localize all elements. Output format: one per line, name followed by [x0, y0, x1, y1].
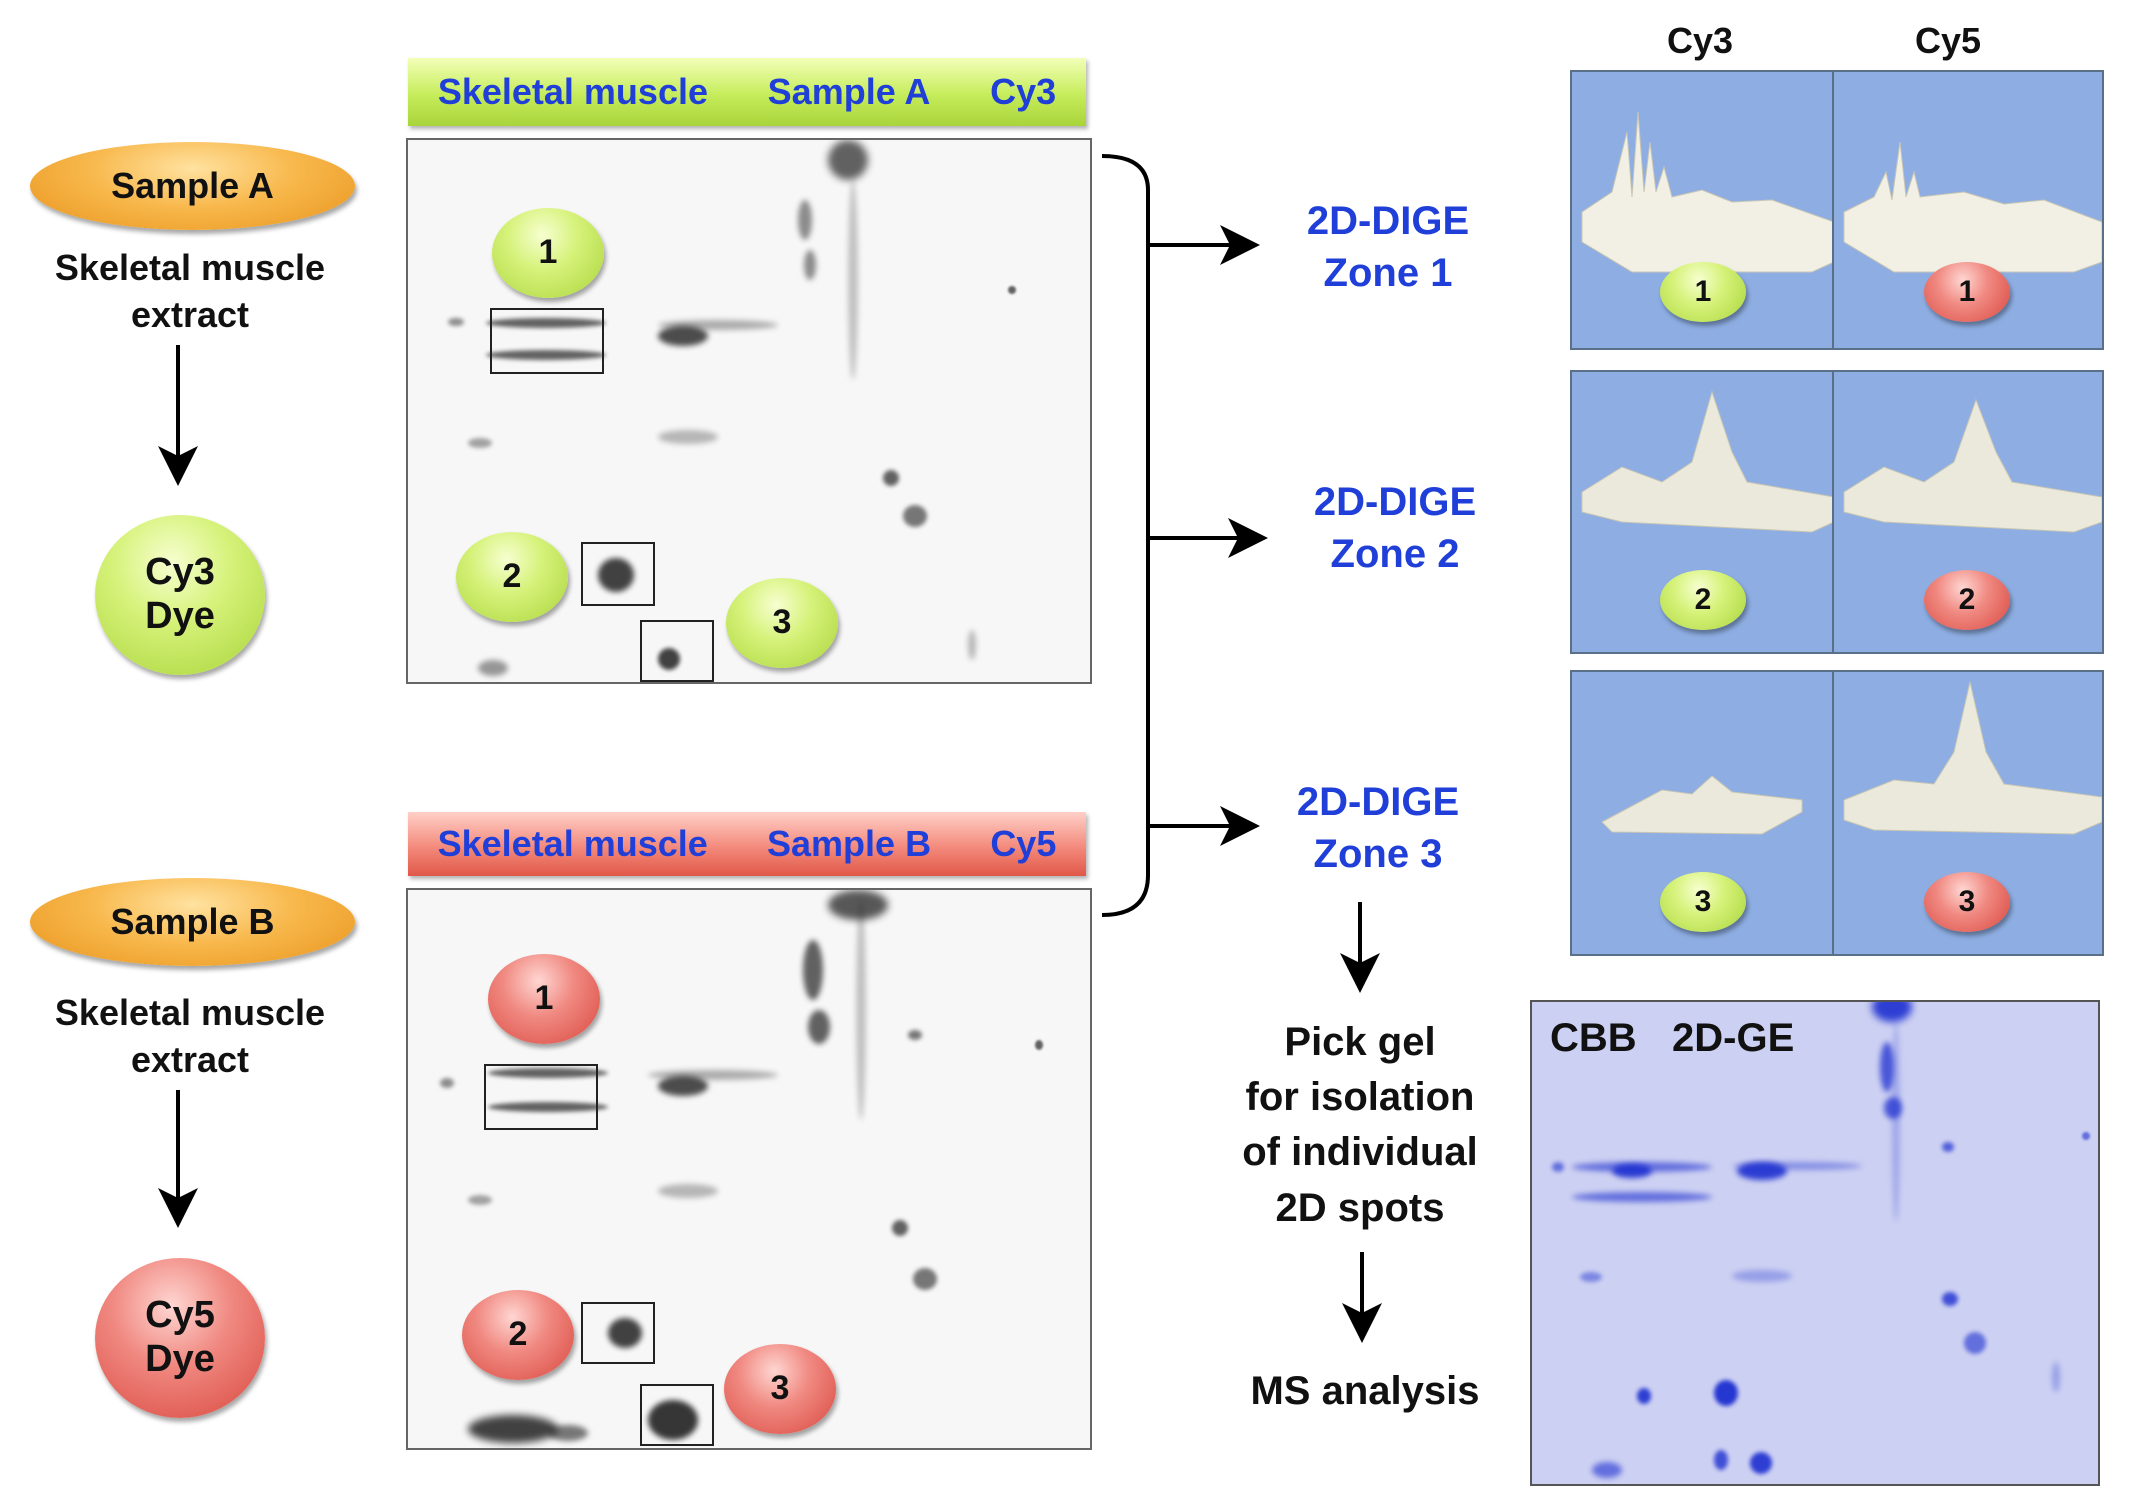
peak-marker-zone3-cy3: 3: [1660, 872, 1746, 932]
gel-b-marker-1: 1: [488, 954, 600, 1044]
cbb-2dge-label: 2D-GE: [1672, 1016, 1795, 1060]
sample-b-description: Skeletal muscle extract: [54, 992, 326, 1080]
peak-marker-zone1-cy3: 1: [1660, 262, 1746, 322]
gel-b-box-2: [581, 1302, 655, 1364]
zone-1-label: 2D-DIGE Zone 1: [1306, 199, 1470, 295]
zone-3-label: 2D-DIGE Zone 3: [1296, 780, 1460, 876]
sample-b-oval: Sample B: [30, 878, 355, 966]
zone-2-label: 2D-DIGE Zone 2: [1313, 480, 1477, 576]
peak-panel-zone2-cy5: 2: [1832, 370, 2104, 654]
gel-b-marker-3: 3: [724, 1344, 836, 1434]
gel-a-marker-1: 1: [492, 208, 604, 298]
cbb-label: CBB: [1550, 1016, 1637, 1060]
peak-panel-zone1-cy3: 1: [1570, 70, 1836, 350]
gel-a-marker-3: 3: [726, 578, 838, 668]
gel-a-box-2: [581, 542, 655, 606]
gel-b-banner: Skeletal muscle Sample B Cy5: [408, 812, 1086, 876]
gel-b-box-3: [640, 1384, 714, 1446]
sample-b-label: Sample B: [110, 901, 275, 943]
peak-panel-zone2-cy3: 2: [1570, 370, 1836, 654]
ms-analysis-label: MS analysis: [1250, 1369, 1480, 1413]
sample-a-label: Sample A: [111, 165, 274, 207]
peak-panel-zone3-cy3: 3: [1570, 670, 1836, 956]
peak-marker-zone2-cy5: 2: [1924, 570, 2010, 630]
gel-a-box-3: [640, 620, 714, 682]
peak-marker-zone2-cy3: 2: [1660, 570, 1746, 630]
peak-panel-zone3-cy5: 3: [1832, 670, 2104, 956]
sample-a-description: Skeletal muscle extract: [54, 247, 326, 335]
pick-gel-text: Pick gel for isolation of individual 2D …: [1242, 1020, 1478, 1230]
peak-marker-zone1-cy5: 1: [1924, 262, 2010, 322]
sample-a-oval: Sample A: [30, 142, 355, 230]
peak-marker-zone3-cy5: 3: [1924, 872, 2010, 932]
peak-col-header-cy5: Cy5: [1914, 20, 1982, 61]
gel-a-marker-2: 2: [456, 532, 568, 622]
gel-a-banner: Skeletal muscle Sample A Cy3: [408, 58, 1086, 126]
cy5-dye-circle: Cy5 Dye: [95, 1258, 265, 1418]
peak-col-header-cy3: Cy3: [1666, 20, 1734, 61]
cy3-dye-circle: Cy3 Dye: [95, 515, 265, 675]
gel-b-box-1: [484, 1064, 598, 1130]
cbb-gel-image: [1530, 1000, 2100, 1486]
merge-bracket: [1101, 154, 1150, 917]
gel-a-box-1: [490, 308, 604, 374]
gel-b-marker-2: 2: [462, 1290, 574, 1380]
peak-panel-zone1-cy5: 1: [1832, 70, 2104, 350]
